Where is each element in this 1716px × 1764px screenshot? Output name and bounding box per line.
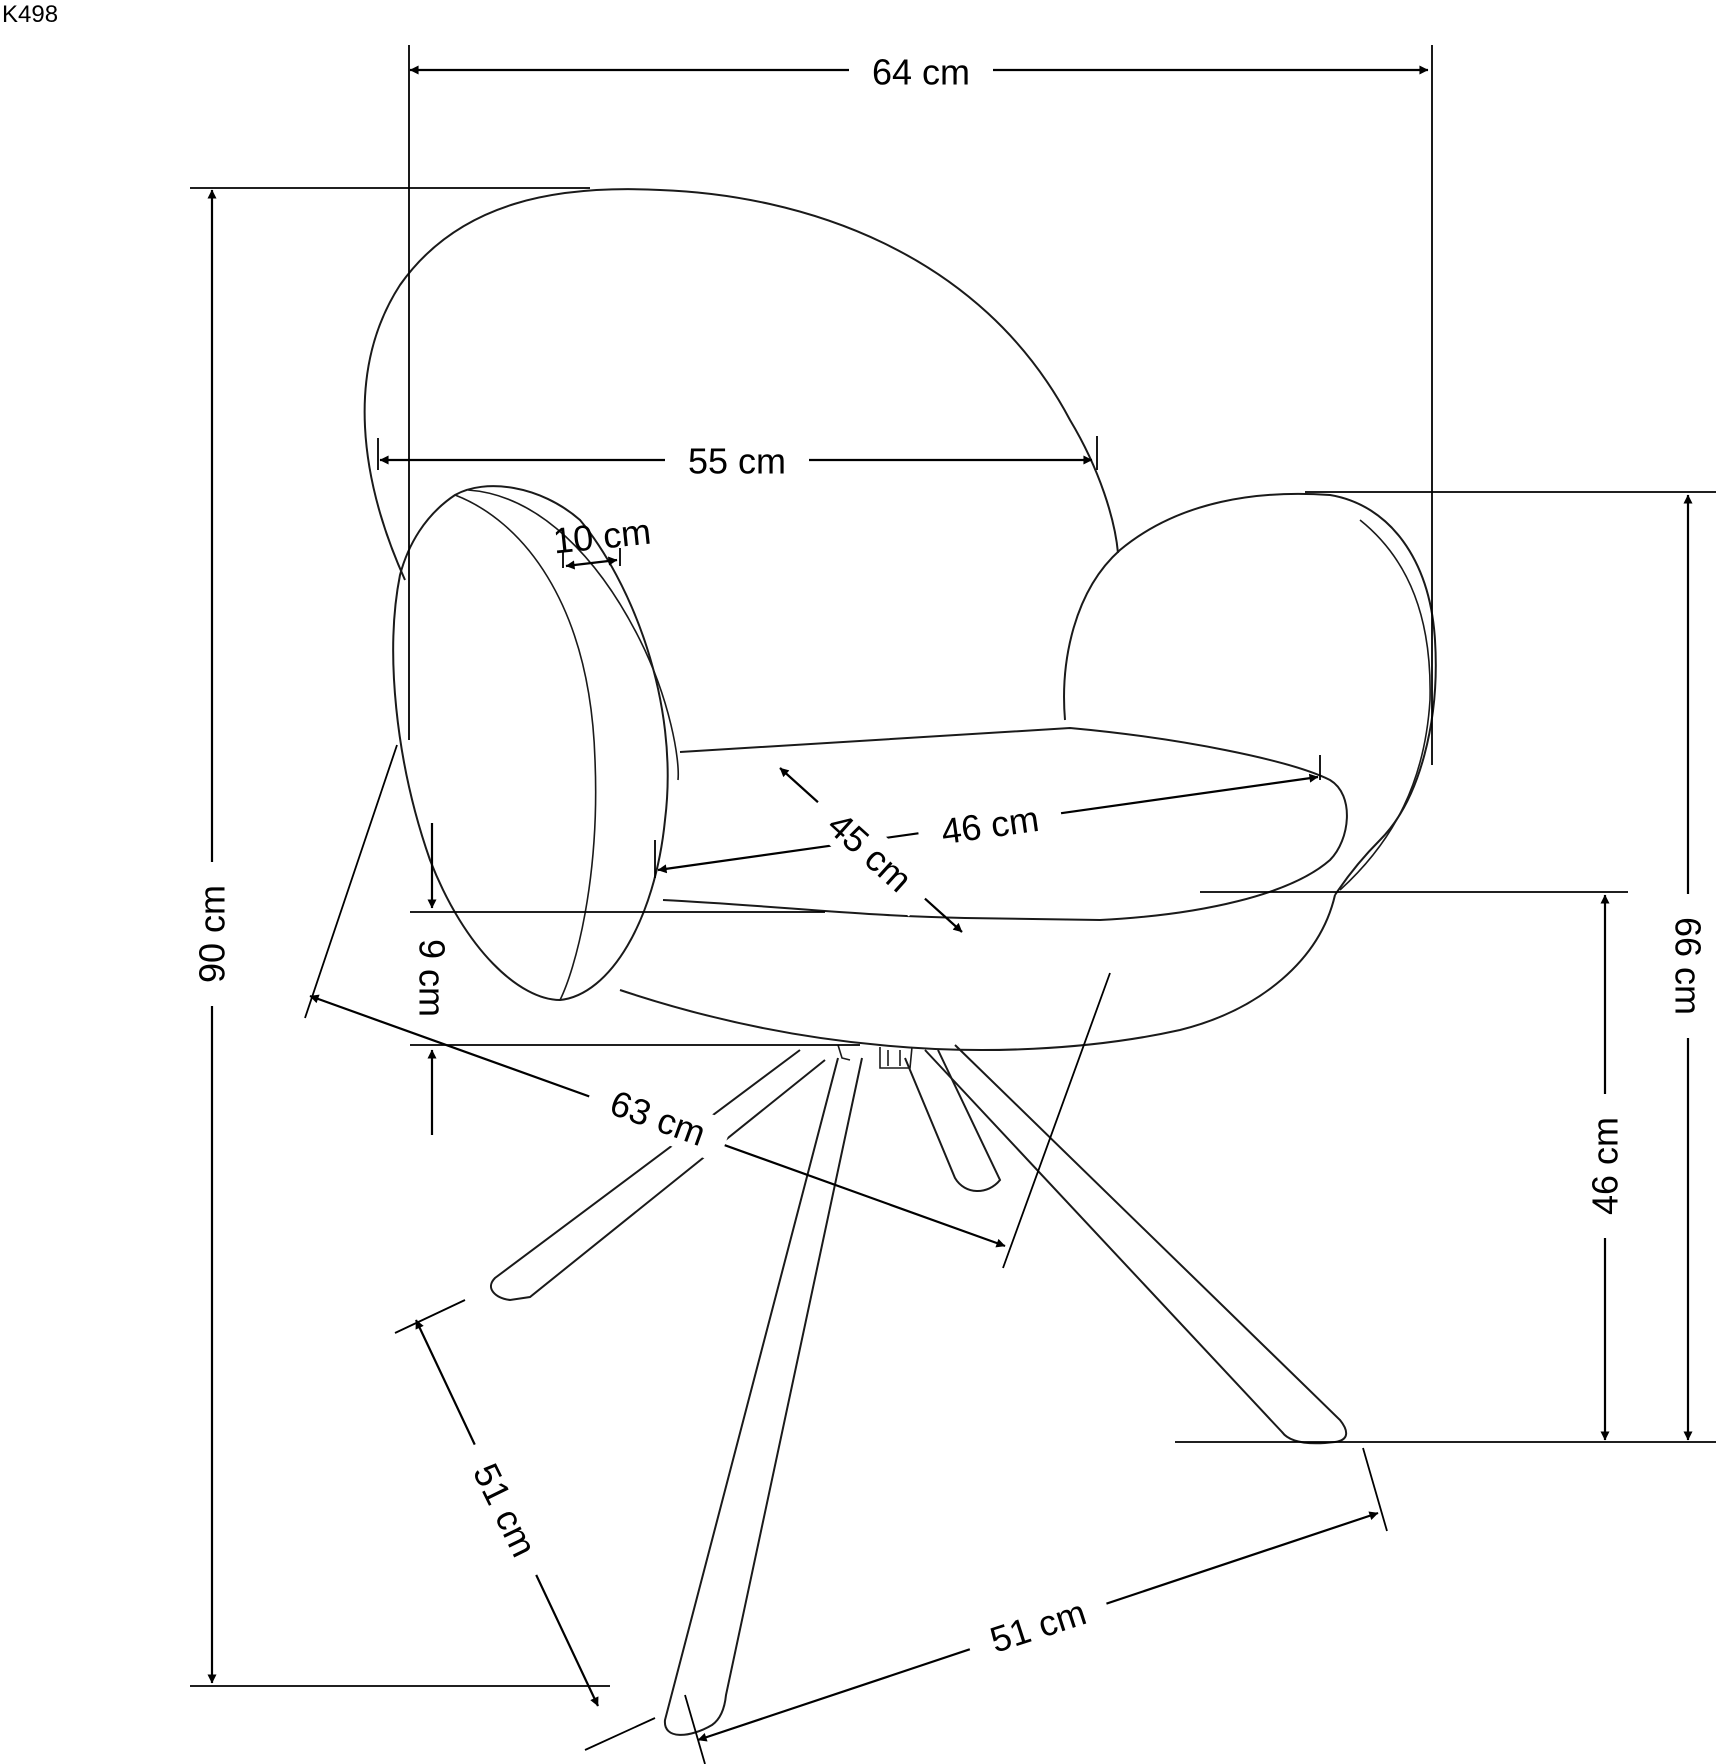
dimension-lines — [207, 65, 1693, 1742]
labels: 64 cm 55 cm 10 cm 46 cm 45 cm 90 cm 66 c… — [188, 48, 1712, 1670]
leg-right — [924, 1044, 1348, 1445]
dim-line-armrest-thickness — [565, 556, 618, 570]
label-seat-thickness: 9 cm — [412, 939, 453, 1017]
label-armrest-thickness: 10 cm — [551, 510, 653, 561]
right-armrest — [1063, 492, 1437, 896]
extension-lines — [190, 45, 1716, 1764]
product-code: K498 — [2, 1, 58, 28]
label-armrest-height: 66 cm — [1668, 917, 1709, 1015]
label-base-width: 51 cm — [985, 1591, 1091, 1660]
left-armrest-top — [467, 489, 680, 781]
left-armrest — [392, 485, 669, 1002]
label-backrest-width: 55 cm — [688, 441, 786, 482]
left-armrest-edge — [454, 494, 597, 1001]
label-overall-width: 64 cm — [872, 52, 970, 93]
backrest — [363, 188, 1119, 581]
label-seat-depth: 45 cm — [820, 804, 920, 900]
swivel-hub — [837, 1044, 913, 1069]
leg-back — [904, 1049, 1002, 1192]
label-overall-depth: 63 cm — [605, 1082, 711, 1154]
label-seat-height: 46 cm — [1585, 1117, 1626, 1215]
label-base-depth: 51 cm — [465, 1457, 545, 1563]
right-armrest-edge — [1339, 519, 1431, 891]
label-overall-height: 90 cm — [192, 885, 233, 983]
leg-front-left — [490, 1049, 826, 1302]
